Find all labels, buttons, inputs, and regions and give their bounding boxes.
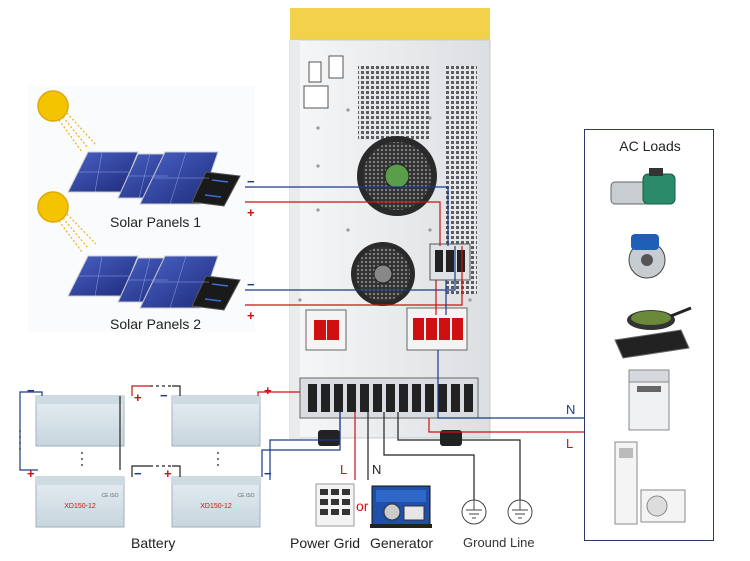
battery-unit: XD150-12 CE ISO <box>171 476 261 528</box>
sun-icon <box>37 191 97 253</box>
battery-positive-sign: + <box>264 383 272 398</box>
battery-cert-text: CE ISO <box>238 493 255 499</box>
battery-model-text: XD150-12 <box>200 503 232 510</box>
ac-load-appliances <box>610 168 692 525</box>
solar-panel-array-1 <box>67 151 241 207</box>
neutral-input-label: N <box>372 462 382 477</box>
generator-icon <box>370 485 432 528</box>
inverter-top-strip <box>290 8 490 42</box>
cooling-fan <box>357 136 437 216</box>
pv1-positive-sign: + <box>247 205 255 220</box>
control-port <box>303 85 329 109</box>
circular-saw-icon <box>628 234 666 279</box>
pv1-negative-sign: − <box>247 174 255 189</box>
battery-negative-sign: − <box>160 388 168 403</box>
power-grid-meter <box>315 483 355 527</box>
ground-symbol-icon <box>461 499 487 525</box>
ac-loads-panel: AC Loads <box>584 129 714 541</box>
neutral-output-label: N <box>566 402 576 417</box>
or-label: or <box>356 498 369 514</box>
solar-panels-1-label: Solar Panels 1 <box>110 214 202 230</box>
live-output-label: L <box>566 436 574 451</box>
circuit-breaker-right <box>406 307 468 351</box>
caster-wheel <box>318 430 340 446</box>
ac-loads-title: AC Loads <box>619 138 681 154</box>
battery-positive-sign: + <box>27 466 35 481</box>
battery-unit <box>171 395 261 447</box>
battery-positive-sign: + <box>134 390 142 405</box>
solar-panel-array-2 <box>67 255 241 311</box>
generator-label: Generator <box>370 535 434 551</box>
battery-negative-sign: − <box>27 383 35 398</box>
circuit-breaker-left <box>305 309 347 351</box>
washing-machine-icon <box>628 369 670 431</box>
pv2-positive-sign: + <box>247 308 255 323</box>
usb-port <box>328 55 344 79</box>
ac-output-wiring <box>428 350 612 433</box>
battery-negative-sign: − <box>264 466 272 481</box>
battery-wiring <box>19 385 341 477</box>
battery-cert-text: CE ISO <box>102 493 119 499</box>
pv-wiring <box>245 186 463 315</box>
battery-unit: XD150-12 CE ISO <box>35 476 125 528</box>
battery-model-text: XD150-12 <box>64 503 96 510</box>
caster-wheel <box>440 430 462 446</box>
ground-symbol-icon <box>507 499 533 525</box>
air-conditioner-icon <box>614 441 686 525</box>
power-grid-label: Power Grid <box>290 535 361 551</box>
battery-positive-sign: + <box>164 466 172 481</box>
top-vent <box>358 66 430 140</box>
ground-line-label: Ground Line <box>463 535 535 550</box>
sun-icon <box>37 90 97 153</box>
inverter-cabinet <box>289 8 491 446</box>
water-pump-icon <box>610 168 676 205</box>
battery-negative-sign: − <box>134 466 142 481</box>
power-switch <box>308 61 322 83</box>
induction-cooker-icon <box>614 306 692 359</box>
battery-unit <box>35 395 125 447</box>
cooling-fan <box>351 242 415 306</box>
pv2-negative-sign: − <box>247 277 255 292</box>
battery-label: Battery <box>131 535 176 551</box>
live-input-label: L <box>340 462 348 477</box>
solar-panels-2-label: Solar Panels 2 <box>110 316 202 332</box>
